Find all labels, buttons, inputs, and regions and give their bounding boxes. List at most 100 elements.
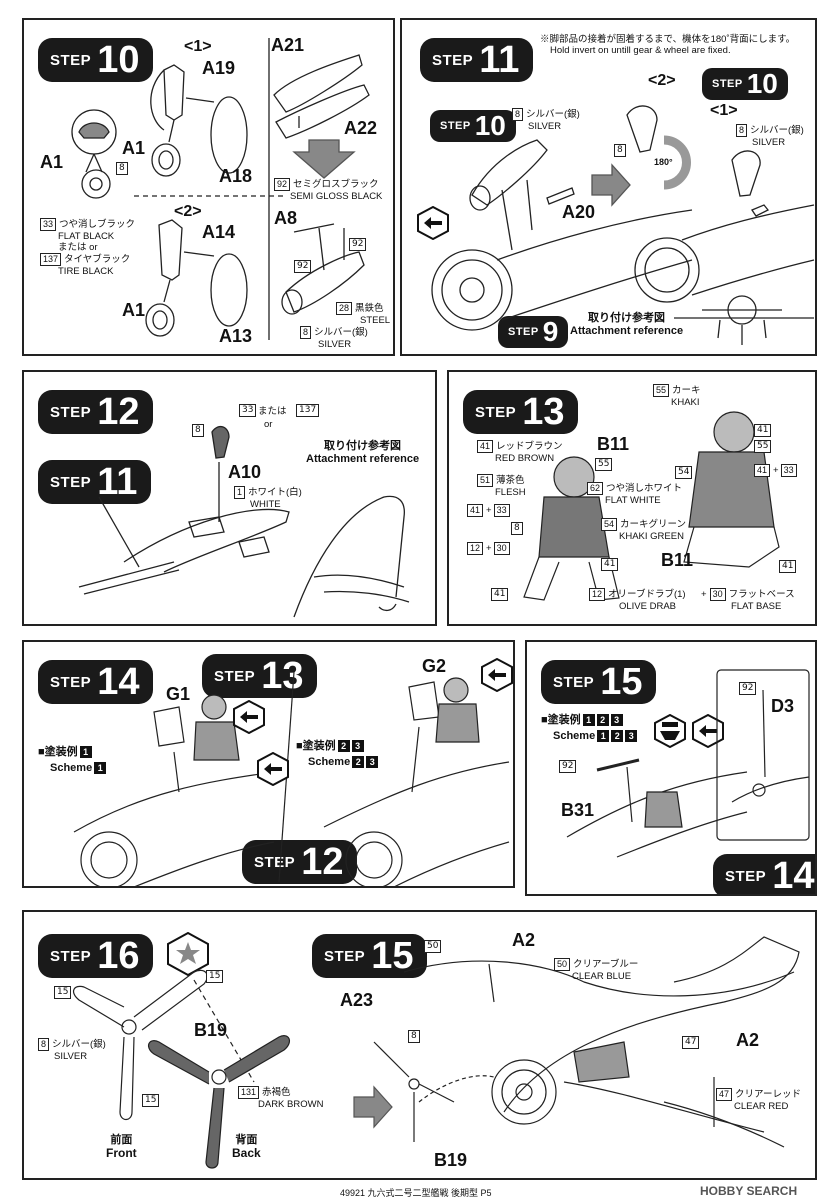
color-8-small: 8 [614, 144, 626, 157]
part-b19-plane: B19 [434, 1150, 468, 1170]
or-en-label: or [264, 419, 273, 430]
color-54-top: 54 [675, 466, 693, 479]
color-92-b: 92 [294, 260, 312, 273]
part-b11-rear: B11 [661, 550, 694, 570]
front-label: 前面 Front [106, 1134, 137, 1160]
color-15-right: 15 [206, 970, 224, 983]
color-137: 137 [296, 404, 320, 417]
attachment-reference: 取り付け参考図 Attachment reference [306, 440, 420, 465]
part-a13: A13 [219, 326, 253, 346]
color-92-right: 92 [739, 682, 757, 695]
color-92-left: 92 [559, 760, 577, 773]
hex-orientation-icon-2 [480, 657, 513, 696]
color-41-33-left: 41+33 [467, 504, 513, 517]
color-50-small: 50 [424, 940, 442, 953]
sub-step-1: <1> [184, 38, 212, 55]
color-41-foot: 41 [491, 588, 509, 601]
attachment-reference: 取り付け参考図 Attachment reference [570, 312, 684, 337]
hex-orientation-icon [691, 713, 725, 752]
part-a8: A8 [274, 208, 298, 228]
hex-orientation-icon-3 [256, 751, 290, 790]
color-55-top: 55 [754, 440, 772, 453]
page-footer: 49921 九六式二号二型艦戦 後期型 P5 [340, 1188, 492, 1198]
part-a1-wheel: A1 [40, 152, 64, 172]
hex-orientation-icon [416, 205, 450, 244]
part-d3: D3 [771, 696, 795, 716]
part-a1-2: A1 [122, 300, 146, 320]
hex-paint-icon [166, 931, 210, 980]
watermark: HOBBY SEARCH [700, 1184, 798, 1198]
color-41-mid: 41 [601, 558, 619, 571]
color-33: 33 [239, 404, 257, 417]
or-label: または [258, 406, 287, 417]
color-15-bottom: 15 [142, 1094, 160, 1107]
color-41-33: 41+33 [754, 464, 800, 477]
color-15-left: 15 [54, 986, 72, 999]
color-8: 8 [192, 424, 204, 437]
color-55-face: 55 [595, 458, 613, 471]
color-8: 8 [408, 1030, 420, 1043]
part-a22: A22 [344, 118, 378, 138]
step-16-illustration [72, 936, 800, 1169]
part-a19: A19 [202, 58, 236, 78]
part-b31: B31 [561, 800, 595, 820]
back-label: 背面 Back [232, 1134, 261, 1160]
color-8: 8 [511, 522, 523, 535]
inversion-note: ※脚部品の接着が固着するまで、機体を180˚背面にします。 Hold inver… [540, 34, 796, 56]
part-a10: A10 [228, 462, 262, 482]
part-a20: A20 [562, 202, 596, 222]
part-g1: G1 [166, 684, 191, 704]
sub-step-2: <2> [174, 203, 202, 220]
part-a23: A23 [340, 990, 374, 1010]
part-a18: A18 [219, 166, 253, 186]
color-41-right: 41 [779, 560, 797, 573]
part-a21: A21 [271, 35, 305, 55]
color-47-small: 47 [682, 1036, 700, 1049]
color-92-a: 92 [349, 238, 367, 251]
step-13-illustration [523, 411, 780, 601]
color-41-top: 41 [754, 424, 772, 437]
color-12-30-left: 12+30 [467, 542, 513, 555]
step-11-illustration [431, 105, 815, 345]
step-12-illustration [78, 425, 410, 618]
part-g2: G2 [422, 656, 447, 676]
rotate-180-label: 180° [654, 157, 673, 167]
